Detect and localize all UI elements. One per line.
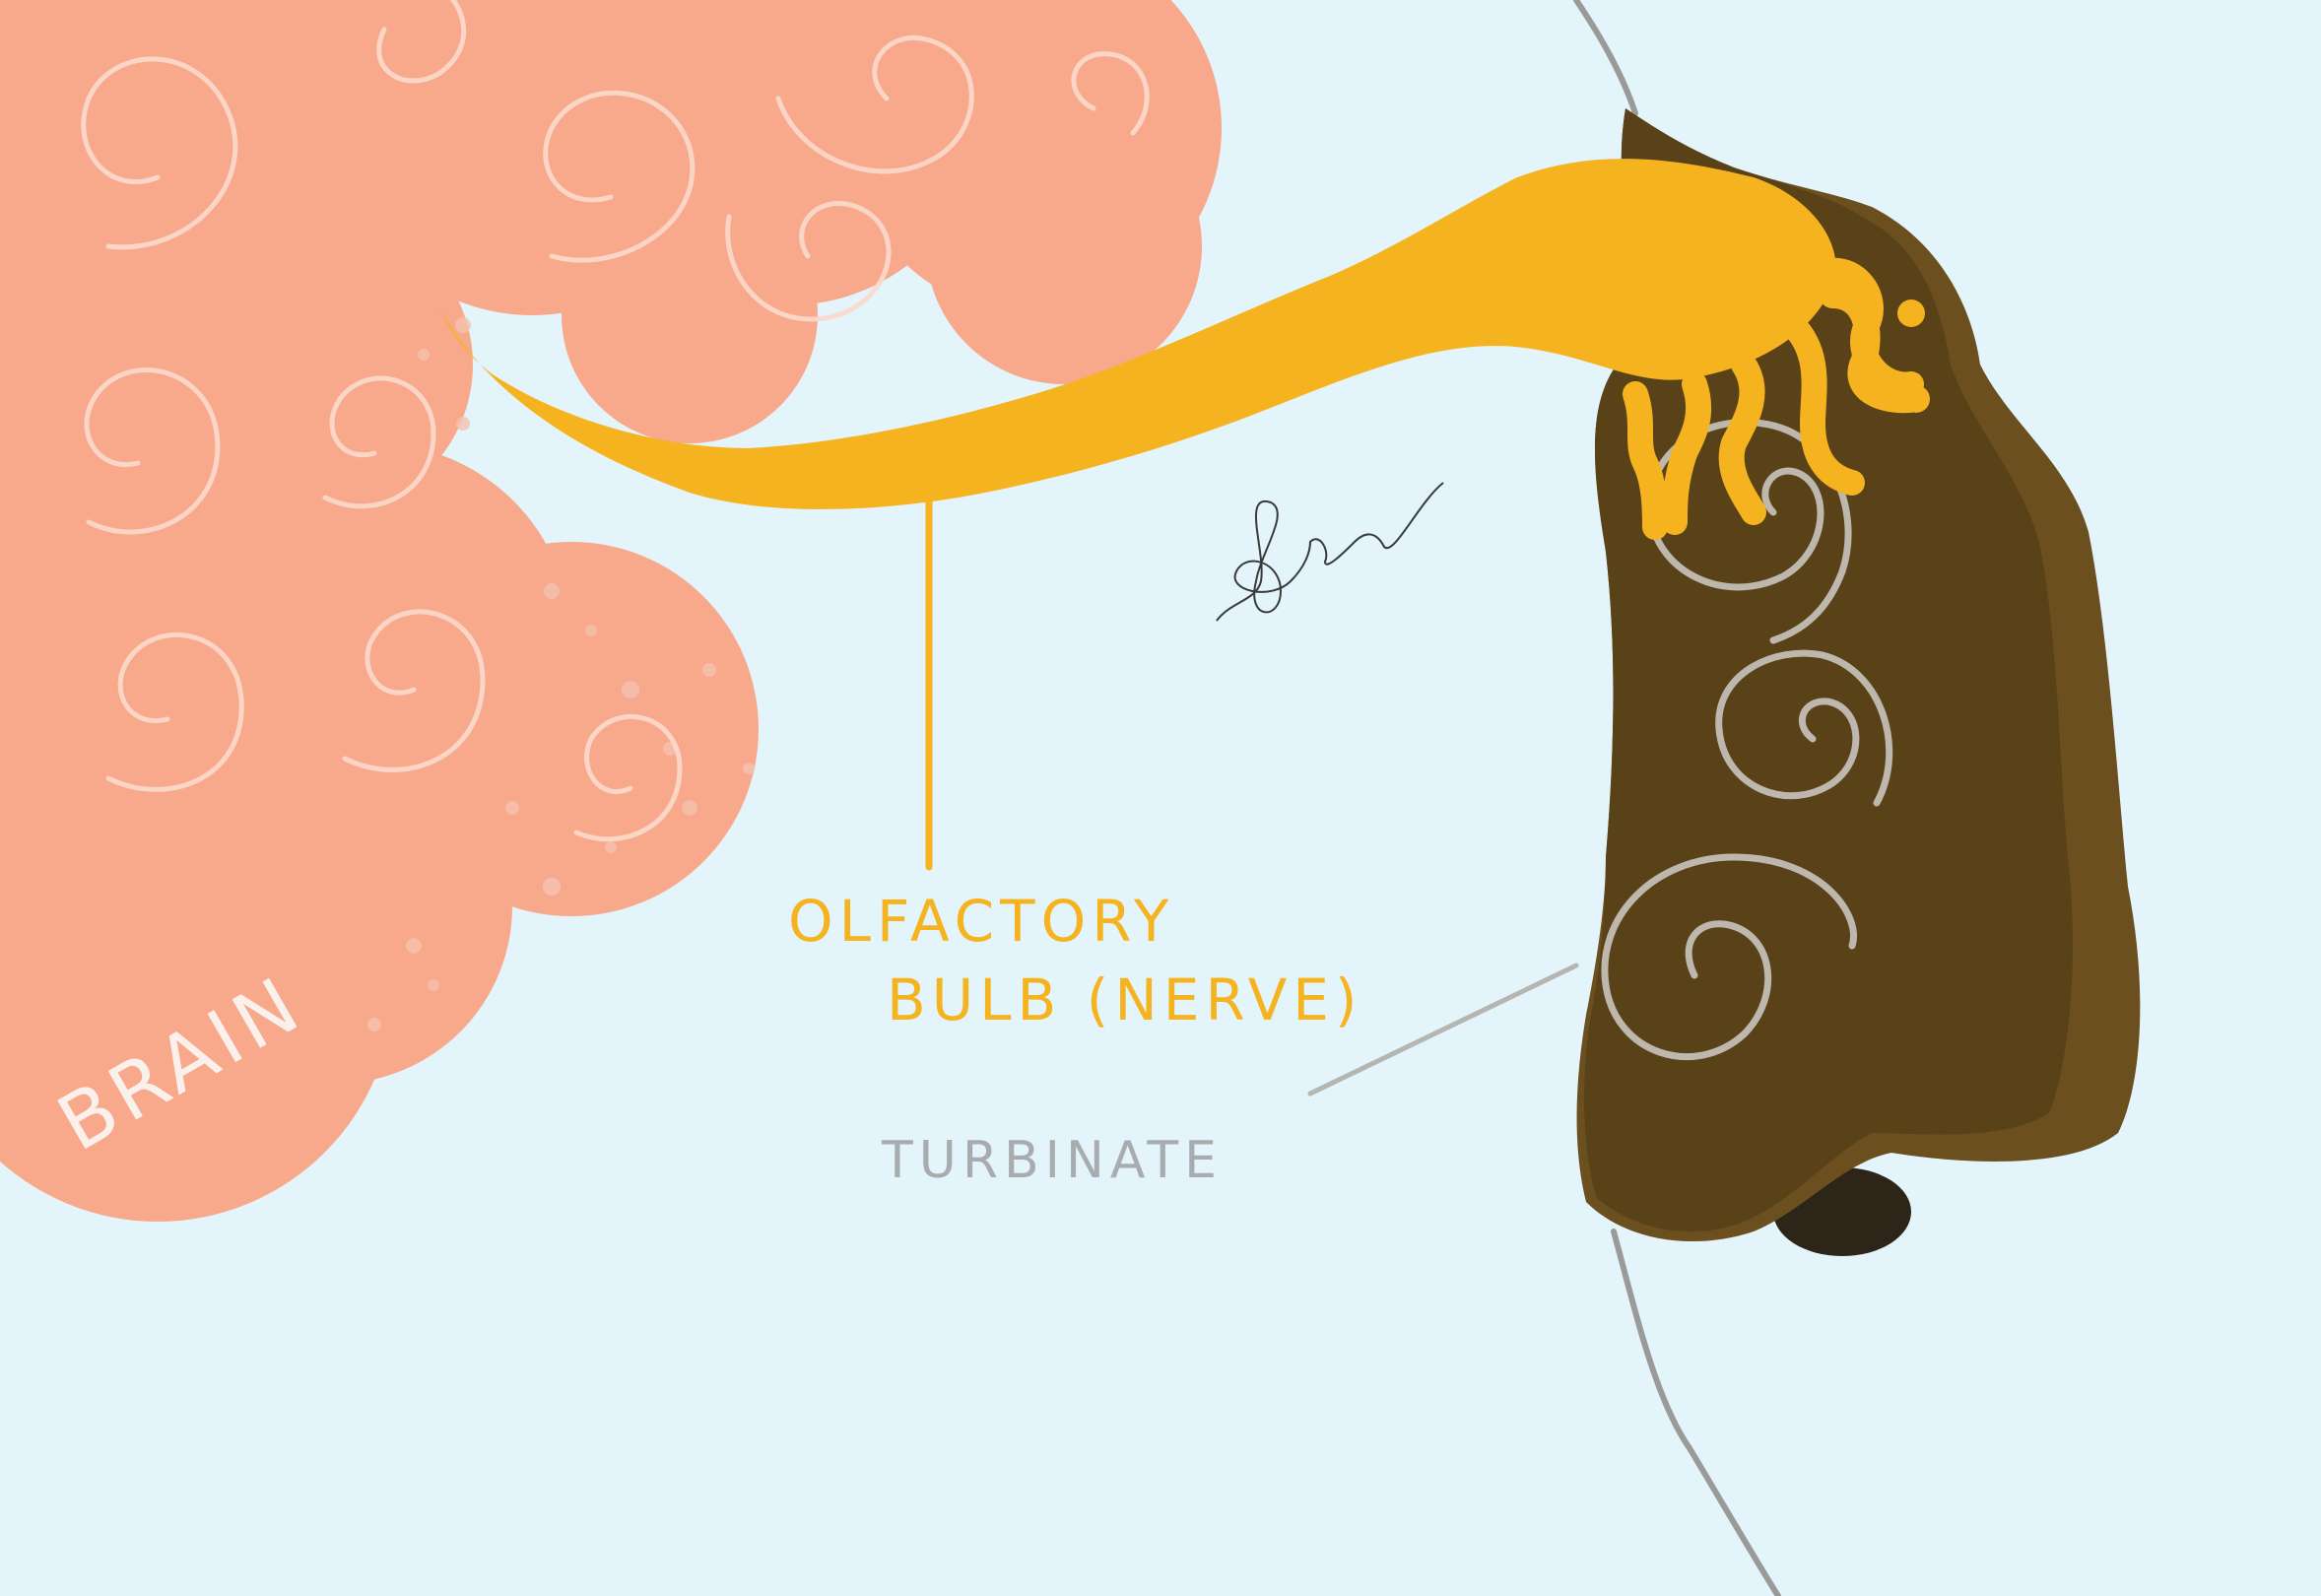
signature-mark — [1216, 482, 1444, 622]
brain — [0, 0, 1222, 1222]
olfactory-label-line2: BULB (NERVE) — [887, 966, 1363, 1033]
turbinate-label: TURBINATE — [881, 1131, 1223, 1190]
turbinate-leader-line — [1307, 963, 1579, 1097]
face-profile-line — [1573, 0, 1781, 1596]
olfactory-label-line1: OLFACTORY — [788, 888, 1174, 955]
olfactory-nerve — [433, 159, 1930, 540]
